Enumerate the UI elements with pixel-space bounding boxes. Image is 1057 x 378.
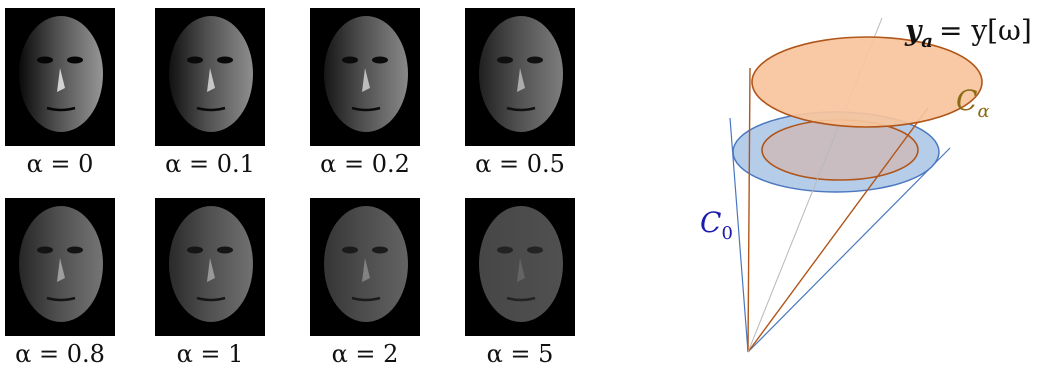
- face-alpha-label: α = 0: [26, 150, 94, 178]
- nose-shape: [57, 68, 65, 92]
- eye-shape: [497, 246, 513, 254]
- mouth-shape: [351, 106, 381, 112]
- eye-shape: [342, 56, 358, 64]
- face-alpha-label: α = 0.2: [320, 150, 410, 178]
- face-alpha-label: α = 0.1: [165, 150, 255, 178]
- face-drawing: [19, 16, 103, 132]
- face-alpha-label: α = 0.5: [475, 150, 565, 178]
- eye-shape: [37, 56, 53, 64]
- cone-line-blue-right: [747, 147, 951, 353]
- cone-diagram: ya= y[ω] Cα C0: [680, 0, 1057, 378]
- face-alpha-label: α = 2: [331, 340, 399, 368]
- eye-shape: [372, 56, 388, 64]
- face-cell: α = 0: [5, 8, 115, 178]
- cone-line-orange-right: [747, 107, 929, 353]
- mouth-shape: [506, 296, 536, 302]
- face-grid: α = 0 α = 0.1 α = 0.2 α = 0.5 α = 0.8 α …: [5, 8, 575, 368]
- face-cell: α = 0.8: [5, 198, 115, 368]
- mouth-shape: [351, 296, 381, 302]
- mouth-shape: [196, 296, 226, 302]
- cone-line-orange-left: [747, 67, 751, 353]
- eye-shape: [37, 246, 53, 254]
- face-drawing: [479, 16, 563, 132]
- eye-shape: [187, 246, 203, 254]
- face-image: [5, 8, 115, 146]
- eye-shape: [217, 246, 233, 254]
- face-cell: α = 0.1: [155, 8, 265, 178]
- eye-shape: [497, 56, 513, 64]
- face-cell: α = 1: [155, 198, 265, 368]
- nose-shape: [517, 68, 525, 92]
- c-alpha-label: Cα: [956, 84, 990, 122]
- eye-shape: [67, 246, 83, 254]
- face-image: [465, 198, 575, 336]
- nose-shape: [362, 68, 370, 92]
- face-image: [155, 198, 265, 336]
- face-drawing: [324, 206, 408, 322]
- face-cell: α = 0.2: [310, 8, 420, 178]
- face-alpha-label: α = 5: [486, 340, 554, 368]
- face-cell: α = 2: [310, 198, 420, 368]
- eye-shape: [527, 56, 543, 64]
- face-image: [465, 8, 575, 146]
- eye-shape: [527, 246, 543, 254]
- face-alpha-label: α = 0.8: [15, 340, 105, 368]
- ellipse-c-alpha-lower: [761, 119, 919, 181]
- face-cell: α = 0.5: [465, 8, 575, 178]
- face-image: [310, 8, 420, 146]
- nose-shape: [207, 68, 215, 92]
- eye-shape: [67, 56, 83, 64]
- face-cell: α = 5: [465, 198, 575, 368]
- eye-shape: [372, 246, 388, 254]
- face-image: [310, 198, 420, 336]
- cone-diagram-svg: ya= y[ω] Cα C0: [700, 14, 1032, 353]
- eye-shape: [217, 56, 233, 64]
- face-image: [5, 198, 115, 336]
- ellipse-c-alpha-upper: [751, 36, 983, 128]
- face-drawing: [169, 206, 253, 322]
- nose-shape: [517, 258, 525, 282]
- c0-label: C0: [700, 206, 733, 244]
- mouth-shape: [46, 106, 76, 112]
- mouth-shape: [506, 106, 536, 112]
- face-drawing: [169, 16, 253, 132]
- nose-shape: [207, 258, 215, 282]
- nose-shape: [57, 258, 65, 282]
- nose-shape: [362, 258, 370, 282]
- face-alpha-label: α = 1: [176, 340, 244, 368]
- equation-label: ya= y[ω]: [904, 14, 1032, 52]
- mouth-shape: [196, 106, 226, 112]
- eye-shape: [342, 246, 358, 254]
- face-image: [155, 8, 265, 146]
- mouth-shape: [46, 296, 76, 302]
- face-drawing: [324, 16, 408, 132]
- eye-shape: [187, 56, 203, 64]
- face-drawing: [19, 206, 103, 322]
- face-drawing: [479, 206, 563, 322]
